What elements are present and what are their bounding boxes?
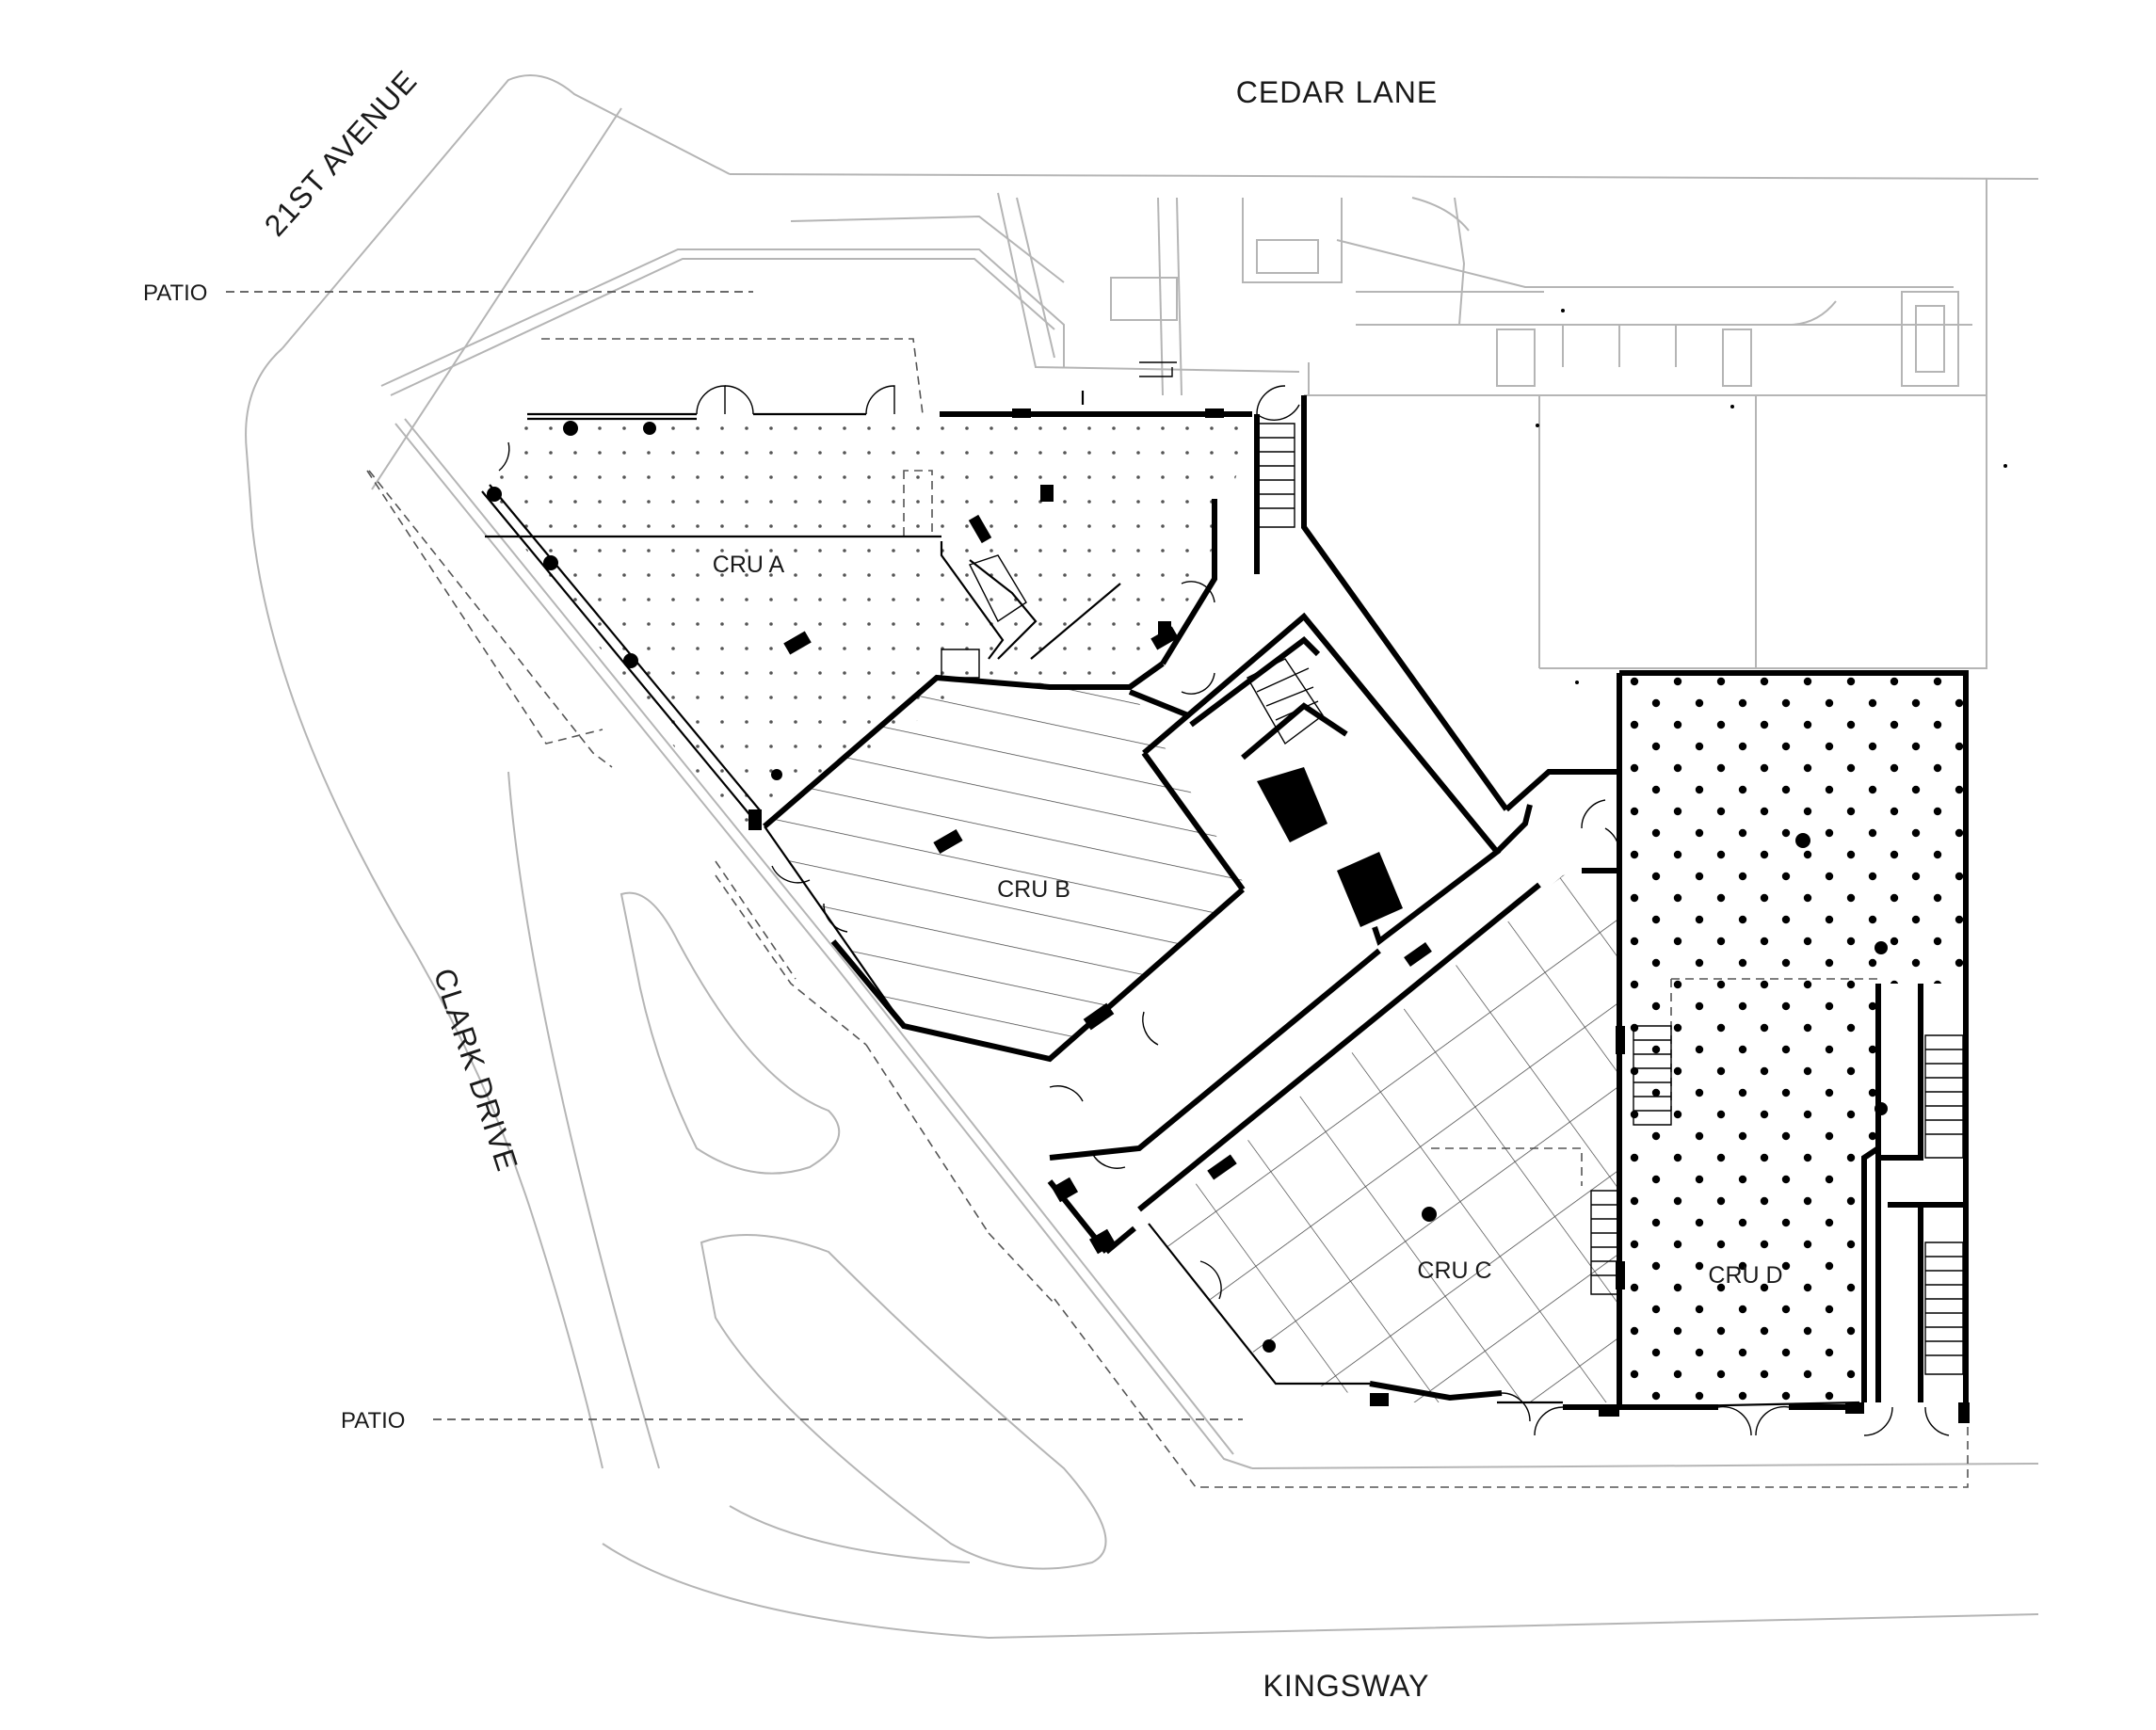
- unit-label-cru-d: CRU D: [1708, 1262, 1782, 1289]
- structural-columns: [487, 309, 2007, 1353]
- building-walls: [763, 395, 1969, 1421]
- street-label-north: CEDAR LANE: [1236, 75, 1439, 109]
- cru-a-fill: [482, 414, 1257, 833]
- unit-label-cru-b: CRU B: [997, 876, 1070, 903]
- cru-d-fill: [1624, 673, 1963, 1402]
- street-label-south: KINGSWAY: [1263, 1669, 1430, 1703]
- patio-labels: PATIO PATIO: [143, 280, 405, 1434]
- site-context-lines: [245, 74, 2039, 1640]
- unit-labels: CRU A CRU B CRU C CRU D: [713, 552, 1783, 1289]
- cru-c-fill: [1149, 861, 1619, 1402]
- door-swings: [498, 385, 1950, 1436]
- street-label-west: CLARK DRIVE: [427, 964, 525, 1176]
- cru-b-fill: [764, 678, 1247, 1059]
- patio-label-north: PATIO: [143, 280, 207, 306]
- street-label-northwest: 21ST AVENUE: [258, 64, 424, 243]
- unit-fills: [482, 414, 1963, 1402]
- patio-label-south: PATIO: [341, 1408, 405, 1434]
- core-blocks: [748, 408, 1970, 1423]
- unit-label-cru-a: CRU A: [713, 552, 785, 578]
- stairs: [941, 361, 1964, 1375]
- unit-label-cru-c: CRU C: [1417, 1257, 1491, 1284]
